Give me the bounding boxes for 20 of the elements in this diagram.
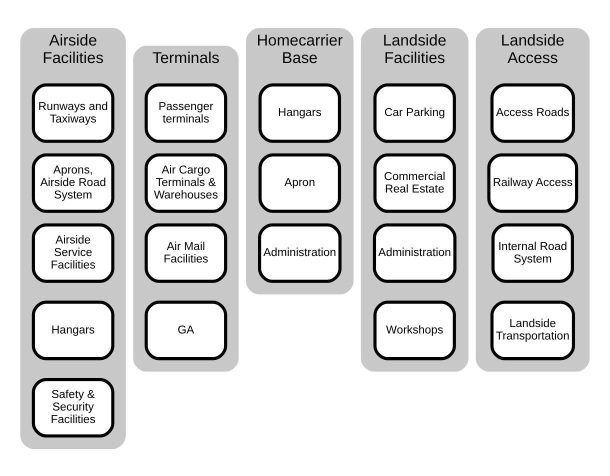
node-box: Apron <box>258 152 342 212</box>
node-box: Airside Service Facilities <box>32 222 114 282</box>
node-box: Workshops <box>373 300 456 360</box>
node-box: Car Parking <box>373 82 456 142</box>
node-box: Access Roads <box>490 82 576 142</box>
node-box: Administration <box>372 222 456 282</box>
node-box: Aprons, Airside Road System <box>32 152 114 212</box>
node-box: Hangars <box>32 300 114 360</box>
node-box: Commercial Real Estate <box>373 152 456 212</box>
node-box: GA <box>144 300 228 360</box>
node-box: Air Cargo Terminals & Warehouses <box>144 152 228 212</box>
node-box: Runways and Taxiways <box>32 82 114 142</box>
node-box: Internal Road System <box>491 222 574 282</box>
node-box: Air Mail Facilities <box>144 222 228 282</box>
node-box: Passenger terminals <box>144 82 228 142</box>
node-box: Administration <box>258 222 342 282</box>
node-box: Railway Access <box>487 152 578 212</box>
node-box: Safety & Security Facilities <box>32 377 114 437</box>
node-box: Hangars <box>258 82 342 142</box>
node-box: Landside Transportation <box>490 300 576 360</box>
